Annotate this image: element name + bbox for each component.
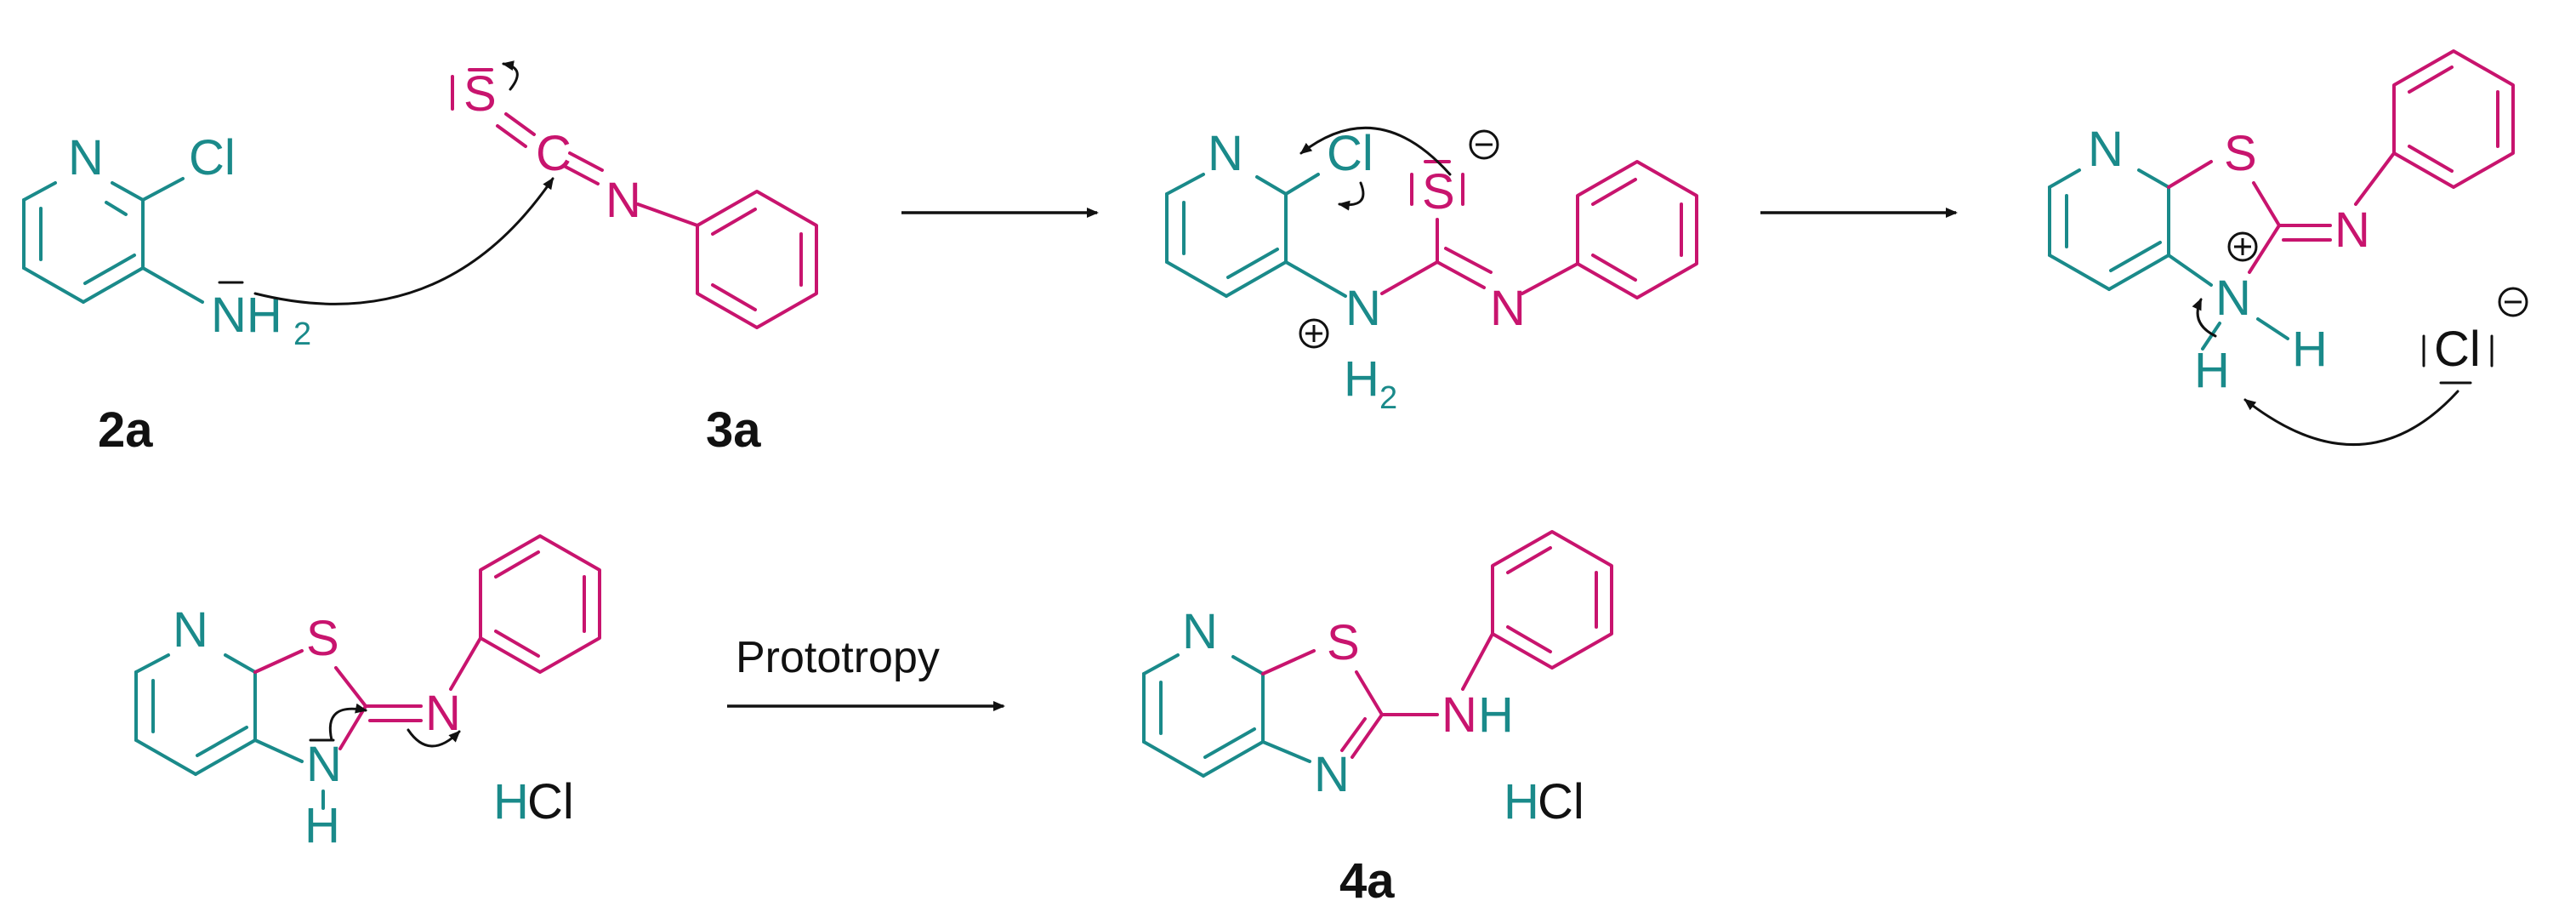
atom-cl: Cl: [189, 130, 236, 185]
phenyl-ring: [1576, 160, 1698, 299]
plus-charge: [2227, 231, 2258, 262]
atom-s: S: [1327, 615, 1360, 670]
hcl-cl: Cl: [1538, 774, 1584, 829]
compound-label-4a: 4a: [1339, 853, 1395, 909]
atom-n: N: [1208, 126, 1243, 181]
atom-h2-subscript: 2: [293, 316, 311, 352]
intermediate-2: N S N N H H Cl: [2048, 49, 2528, 446]
compound-label-2a: 2a: [98, 402, 153, 458]
atom-n-imine: N: [606, 173, 641, 228]
atom-h: H: [304, 798, 340, 853]
minus-charge: [1469, 129, 1499, 160]
pyridine-ring: [1142, 653, 1311, 778]
curved-arrow-attack: [253, 177, 554, 305]
pyridine-ring: [22, 177, 204, 304]
atom-s: S: [2224, 126, 2257, 181]
minus-charge: [2498, 287, 2528, 317]
phenyl-ring: [696, 190, 818, 329]
intermediate-1: N Cl N H 2 S N: [1165, 126, 1698, 416]
atom-n-ring: N: [1314, 747, 1350, 802]
compound-4a: N S N N H H Cl 4a: [1142, 530, 1613, 909]
atom-n-imine: N: [1490, 281, 1526, 336]
plus-charge: [1299, 318, 1329, 349]
atom-n-amine: N: [1442, 687, 1477, 743]
phenyl-ring: [1491, 530, 1613, 670]
atom-n-amine: NH: [211, 288, 282, 343]
phenyl-ring: [479, 534, 601, 674]
compound-2a: N Cl NH 2 2a: [22, 130, 311, 458]
hcl-cl: Cl: [527, 774, 574, 829]
curved-arrow-nh-bond: [2192, 298, 2217, 338]
atom-h: H: [1478, 687, 1514, 743]
curved-arrow-deprotonation: [2243, 390, 2459, 446]
curved-arrow-imine: [407, 728, 461, 748]
atom-c: C: [536, 126, 571, 181]
curved-arrow-n-lonepair: [328, 703, 367, 742]
pyridine-ring: [1165, 173, 1347, 298]
hcl-h: H: [493, 774, 529, 829]
atom-s: S: [306, 611, 339, 666]
atom-n: N: [68, 130, 104, 185]
compound-3a: S C N 3a: [451, 60, 818, 458]
compound-label-3a: 3a: [706, 402, 761, 458]
curved-arrow-cl-leave: [1338, 181, 1365, 211]
atom-s: S: [463, 66, 497, 122]
atom-n: N: [1182, 604, 1218, 659]
atom-h2: H: [1344, 351, 1379, 407]
hcl-h: H: [1504, 774, 1539, 829]
pyridine-ring: [2048, 168, 2213, 291]
phenyl-ring: [2392, 49, 2515, 189]
pyridine-ring: [134, 653, 304, 776]
intermediate-3: N S N N H H Cl: [134, 534, 601, 853]
curved-arrow-s-attack: [1299, 126, 1452, 176]
atom-h: H: [2292, 322, 2328, 377]
atom-n-ring: N: [306, 737, 342, 792]
atom-n-ammonium: N: [1345, 281, 1381, 336]
atom-n-imine: N: [2334, 202, 2370, 258]
atom-h2-subscript: 2: [1379, 380, 1397, 416]
chloride-ion: Cl: [2434, 322, 2481, 377]
curved-arrow-s-electrons: [502, 60, 519, 91]
atom-n: N: [2088, 122, 2124, 177]
atom-h-acidic: H: [2194, 343, 2230, 398]
atom-n-ring: N: [2215, 271, 2251, 326]
atom-n: N: [173, 602, 208, 658]
reaction-label-prototropy: Prototropy: [736, 633, 940, 682]
atom-n-imine: N: [425, 686, 461, 741]
